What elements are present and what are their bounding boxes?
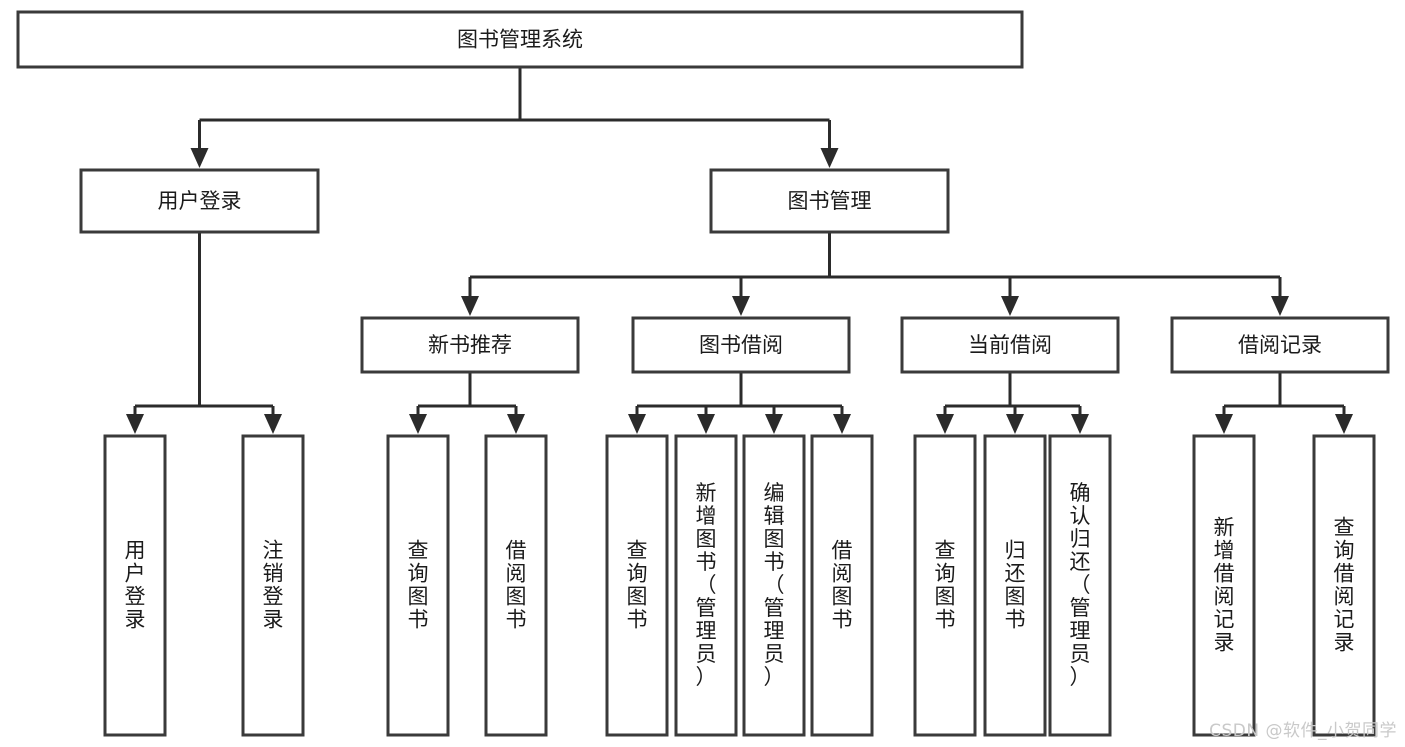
- node-leaf-10-rect: [1048, 434, 1112, 737]
- node-level2-1-label: 图书管理: [788, 189, 872, 213]
- node-leaf-1-rect: [241, 434, 305, 737]
- edge-root-arrow-1: [820, 148, 839, 168]
- edge-login-arrow-0: [126, 414, 144, 434]
- edge-current-arrow-2: [1071, 414, 1089, 434]
- node-level2-0-label: 用户登录: [158, 189, 242, 213]
- edge-bookmgmt-arrow-0: [461, 296, 479, 316]
- edge-login-arrow-1: [264, 414, 282, 434]
- node-leaf-8-rect: [913, 434, 977, 737]
- edge-bookmgmt-arrow-2: [1001, 296, 1019, 316]
- node-level2-1[interactable]: 图书管理: [709, 168, 950, 234]
- node-leaf-5-rect: [674, 434, 738, 737]
- node-leaf-6-rect: [742, 434, 806, 737]
- node-leaf-4[interactable]: 查询图书: [605, 434, 669, 737]
- edge-current-arrow-0: [936, 414, 954, 434]
- node-leaf-7[interactable]: 借阅图书: [810, 434, 874, 737]
- node-leaf-7-rect: [810, 434, 874, 737]
- node-leaf-2-label: 查询图书: [408, 538, 429, 631]
- node-leaf-9-rect: [983, 434, 1047, 737]
- edge-newbook-arrow-1: [507, 414, 525, 434]
- node-leaf-3-label: 借阅图书: [506, 538, 527, 631]
- node-level3-3[interactable]: 借阅记录: [1170, 316, 1390, 374]
- node-level3-3-rect: [1170, 316, 1390, 374]
- node-leaf-12[interactable]: 查询借阅记录: [1312, 434, 1376, 737]
- edge-borrow-arrow-0: [628, 414, 646, 434]
- node-leaf-8[interactable]: 查询图书: [913, 434, 977, 737]
- node-leaf-6[interactable]: 编辑图书（管理员）: [742, 434, 806, 737]
- watermark-text: CSDN @软件_小贺同学: [1209, 721, 1397, 741]
- node-leaf-12-rect: [1312, 434, 1376, 737]
- node-root[interactable]: 图书管理系统: [16, 10, 1024, 69]
- node-level3-0-label: 新书推荐: [428, 333, 512, 357]
- node-leaf-6-label: 编辑图书（管理员）: [764, 481, 785, 689]
- node-leaf-0[interactable]: 用户登录: [103, 434, 167, 737]
- node-leaf-11-label: 新增借阅记录: [1214, 515, 1235, 654]
- node-leaf-3[interactable]: 借阅图书: [484, 434, 548, 737]
- node-level3-2[interactable]: 当前借阅: [900, 316, 1120, 374]
- node-level3-1-rect: [631, 316, 851, 374]
- edge-borrow-arrow-3: [833, 414, 851, 434]
- connector-layer: [126, 67, 1353, 434]
- node-leaf-0-rect: [103, 434, 167, 737]
- edge-record-arrow-0: [1215, 414, 1233, 434]
- node-leaf-10[interactable]: 确认归还（管理员）: [1048, 434, 1112, 737]
- node-leaf-11[interactable]: 新增借阅记录: [1192, 434, 1256, 737]
- node-leaf-9-label: 归还图书: [1005, 538, 1026, 631]
- node-leaf-2-rect: [386, 434, 450, 737]
- node-level3-2-label: 当前借阅: [968, 333, 1052, 357]
- node-level2-0[interactable]: 用户登录: [79, 168, 320, 234]
- node-leaf-9[interactable]: 归还图书: [983, 434, 1047, 737]
- edge-bookmgmt-arrow-1: [732, 296, 750, 316]
- node-leaf-12-label: 查询借阅记录: [1334, 515, 1355, 654]
- edge-borrow-arrow-2: [765, 414, 783, 434]
- edge-newbook-arrow-0: [409, 414, 427, 434]
- node-level3-3-label: 借阅记录: [1238, 333, 1322, 357]
- node-leaf-2[interactable]: 查询图书: [386, 434, 450, 737]
- node-leaf-8-label: 查询图书: [935, 538, 956, 631]
- node-root-label: 图书管理系统: [457, 28, 583, 52]
- node-leaf-1-label: 注销登录: [263, 538, 284, 631]
- node-level3-1[interactable]: 图书借阅: [631, 316, 851, 374]
- node-level3-2-rect: [900, 316, 1120, 374]
- node-level2-1-rect: [709, 168, 950, 234]
- edge-borrow-arrow-1: [697, 414, 715, 434]
- node-leaf-1[interactable]: 注销登录: [241, 434, 305, 737]
- node-leaf-5[interactable]: 新增图书（管理员）: [674, 434, 738, 737]
- node-leaf-10-label: 确认归还（管理员）: [1070, 481, 1091, 689]
- edge-record-arrow-1: [1335, 414, 1353, 434]
- node-layer: 图书管理系统用户登录图书管理新书推荐图书借阅当前借阅借阅记录用户登录注销登录查询…: [16, 10, 1390, 737]
- edge-root-arrow-0: [190, 148, 209, 168]
- node-leaf-4-label: 查询图书: [627, 538, 648, 631]
- node-level3-1-label: 图书借阅: [699, 333, 783, 357]
- edge-current-arrow-1: [1006, 414, 1024, 434]
- node-root-rect: [16, 10, 1024, 69]
- node-leaf-5-label: 新增图书（管理员）: [696, 481, 717, 689]
- node-level2-0-rect: [79, 168, 320, 234]
- node-leaf-7-label: 借阅图书: [832, 538, 853, 631]
- node-leaf-4-rect: [605, 434, 669, 737]
- node-level3-0[interactable]: 新书推荐: [360, 316, 580, 374]
- node-level3-0-rect: [360, 316, 580, 374]
- node-leaf-0-label: 用户登录: [125, 538, 146, 631]
- node-leaf-3-rect: [484, 434, 548, 737]
- edge-bookmgmt-arrow-3: [1271, 296, 1289, 316]
- node-leaf-11-rect: [1192, 434, 1256, 737]
